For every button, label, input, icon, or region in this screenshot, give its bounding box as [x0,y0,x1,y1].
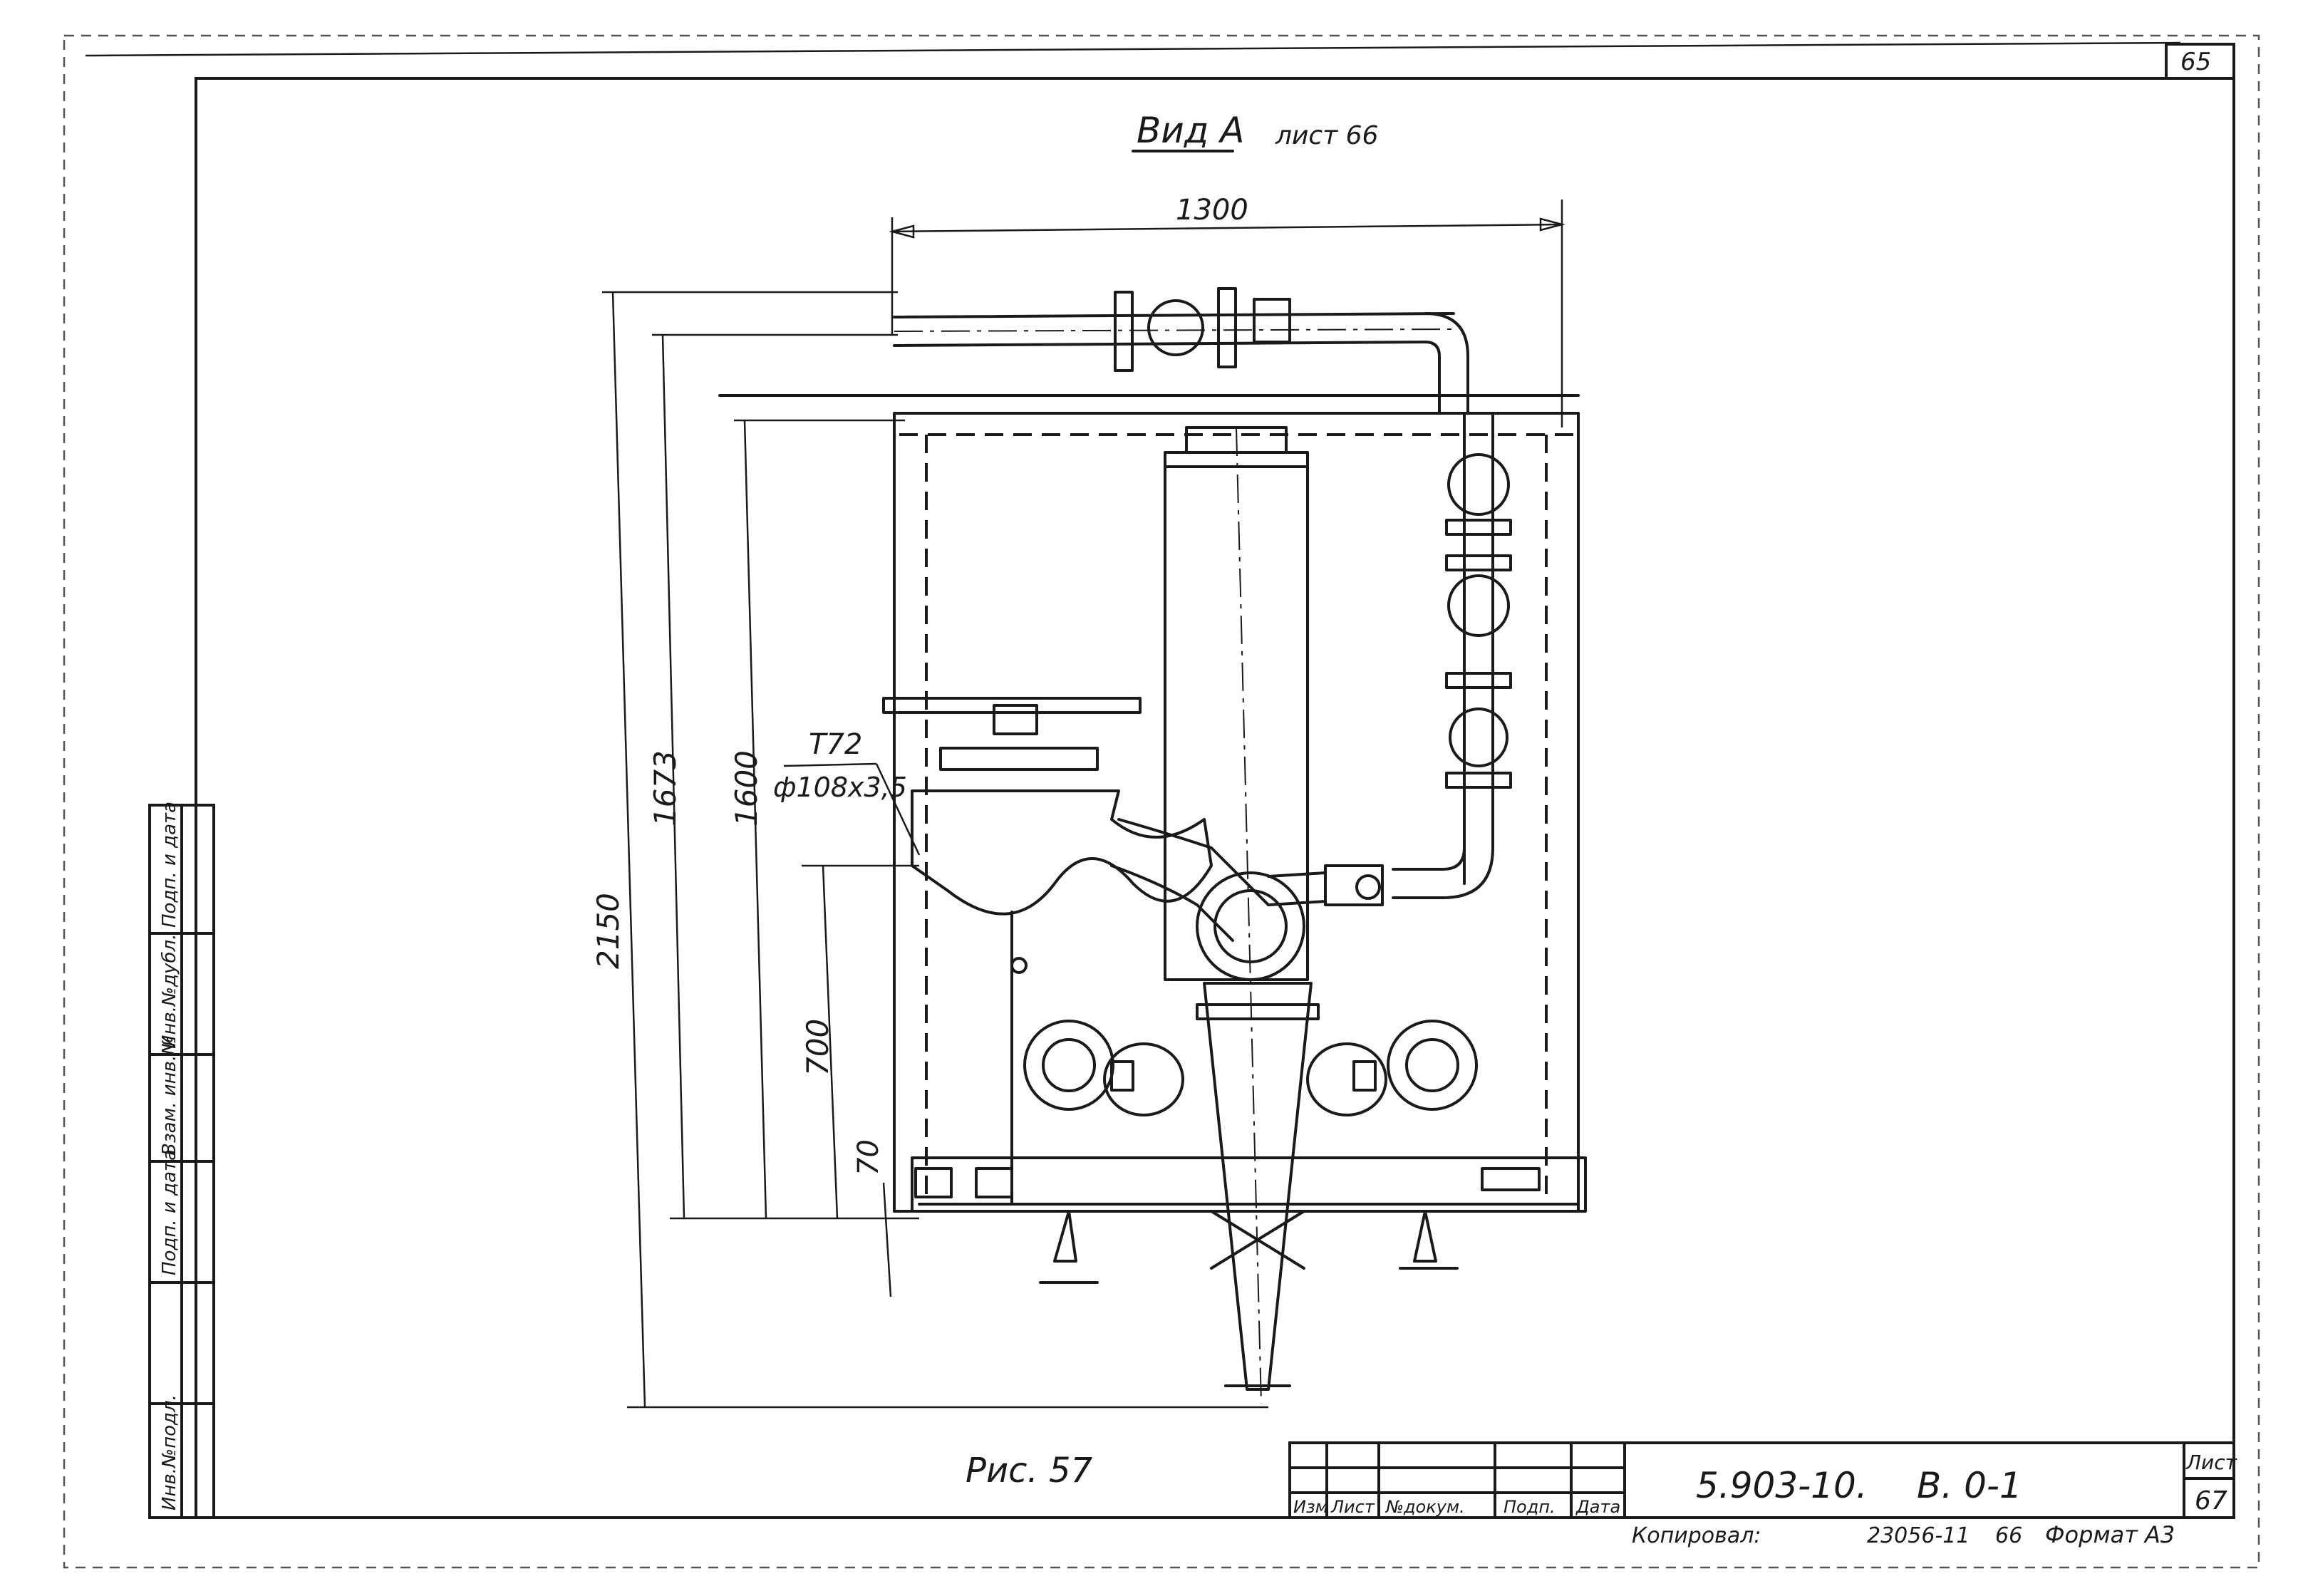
inlet-elbow [1110,818,1305,981]
dimension-1600: 1600 [729,419,905,1219]
tb-header-dokum: №докум. [1385,1497,1465,1517]
tb-header-izm: Изм [1293,1497,1328,1517]
support-frame [718,394,1587,1213]
dim-70-label: 70 [852,1139,885,1176]
dimension-2150: 2150 [591,291,1268,1409]
figure-label: Рис. 57 [966,1451,1093,1491]
corner-number: 65 [2180,48,2211,76]
dim-1600-label: 1600 [729,750,764,826]
stamp-vzam-inv: Взам. инв.№ [159,1036,180,1156]
corner-number-box [2165,43,2235,80]
view-sheet-ref: лист 66 [1275,121,1378,150]
outer-cut-frame [63,34,2260,1569]
footer-order-suffix: 66 [1995,1523,2022,1548]
dimension-1300: 1300 [889,194,1565,428]
dimension-70: 70 [852,1139,892,1297]
footer-copied: Копировал: [1632,1523,1761,1548]
footer-format: Формат А3 [2045,1521,2175,1548]
stamp-podp-data-1: Подп. и дата [159,1149,180,1275]
filter-vessel [882,697,1213,1206]
tb-header-list: Лист [1330,1497,1375,1517]
view-title: Вид А [1137,110,1244,151]
lower-equipment [914,1020,1541,1284]
title-block: Изм Лист №докум. Подп. Дата 5.903-10. В.… [1288,1441,2237,1519]
top-pipeline [893,287,1469,415]
tb-header-podp: Подп. [1504,1497,1556,1517]
callout-line1: Т72 [809,728,862,761]
dim-700-label: 700 [800,1019,835,1076]
tb-sheet-number: 67 [2195,1486,2227,1515]
stamp-podp-data-2: Подп. и дата [159,802,180,928]
footer-order: 23056-11 [1867,1523,1970,1548]
top-edge-line [85,41,2181,57]
dimension-700: 700 [800,864,919,1219]
drawing-frame [195,77,2235,1519]
pipe-callout: Т72 ф108х3,5 [773,728,921,856]
stamp-inv-podl: Инв.№подл. [159,1394,180,1510]
tb-header-data: Дата [1575,1497,1620,1517]
dim-2150-label: 2150 [591,893,626,969]
right-pipeline [1267,412,1512,906]
dim-1300-label: 1300 [1176,194,1248,227]
central-column [1164,426,1309,1404]
dimension-1673: 1673 [648,333,919,1220]
footer: Копировал: 23056-11 66 Формат А3 [1632,1521,2175,1548]
cyclone-cone [1196,982,1320,1391]
stamp-inv-dubl: Инв.№дубл. [159,934,180,1049]
tb-section: В. 0-1 [1917,1465,2022,1506]
tb-designation: 5.903-10. [1696,1465,1868,1506]
dim-1673-label: 1673 [648,750,683,826]
callout-line2: ф108х3,5 [773,772,907,803]
tb-sheet-label: Лист [2185,1451,2237,1474]
side-stamp: Инв.№подл. Подп. и дата Взам. инв.№ Инв.… [148,802,215,1519]
